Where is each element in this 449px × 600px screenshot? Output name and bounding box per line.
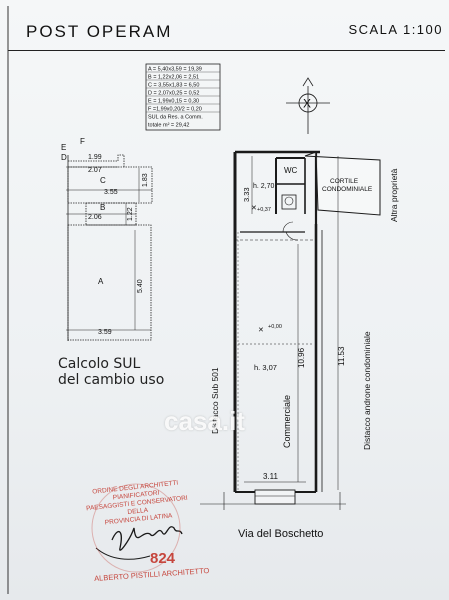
- sul-caption: Calcolo SUL del cambio uso: [58, 356, 164, 388]
- signature: [111, 526, 183, 551]
- zone-c-area: [67, 166, 153, 204]
- header-rule: [8, 50, 445, 51]
- calc-table: A = 5,40x3,59 = 19,39 B = 1,22x2,06 = 2,…: [145, 63, 221, 131]
- street-label: Via del Boschetto: [238, 528, 324, 540]
- altra-proprieta-label: Altra proprietà: [389, 168, 399, 222]
- distacco-androne-label: Distacco androne condominiale: [362, 331, 372, 450]
- svg-text:X: X: [303, 97, 311, 111]
- level-mark-icon: ✕: [258, 327, 264, 334]
- dim-label: 3.11: [263, 472, 279, 481]
- zone-label: A: [98, 277, 104, 286]
- north-arrow-icon: X: [286, 77, 330, 134]
- zone-label: E: [61, 143, 66, 152]
- sul-diagram: [66, 154, 153, 341]
- drawing-scale: SCALA 1:100: [348, 22, 443, 37]
- level-label: +0,37: [257, 207, 271, 213]
- sul-caption-line: del cambio uso: [58, 372, 165, 388]
- calc-row: A = 5,40x3,59 = 19,39: [148, 67, 202, 73]
- calc-row: C = 3,55x1,83 = 6,50: [148, 83, 199, 89]
- room-label: Commerciale: [282, 395, 292, 448]
- plan-labels: WC CORTILE CONDOMINIALE h. 2,70 h. 3,07 …: [210, 166, 399, 481]
- calc-row: D = 2,07x0,25 = 0,52: [148, 91, 199, 97]
- stamp-circle: [91, 483, 181, 573]
- unit-floor-plan: [200, 150, 381, 510]
- zone-d-area: [68, 154, 125, 167]
- cortile-label: CORTILE: [330, 178, 359, 185]
- drawing-title: POST OPERAM: [26, 22, 173, 41]
- dim-label: 11.53: [337, 346, 346, 366]
- height-label: h. 3,07: [254, 363, 277, 372]
- dim-label: 3.33: [242, 187, 251, 202]
- signature-stroke: [95, 547, 151, 560]
- casa-watermark: casa.it: [164, 406, 245, 436]
- level-mark-icon: ✕: [251, 205, 257, 212]
- dim-label: 1.99: [88, 154, 102, 161]
- calc-row: F =1,99x0,20/2 = 0,20: [148, 107, 202, 113]
- calc-row: B = 1,22x2,06 = 2,51: [148, 75, 199, 81]
- dim-label: 2.07: [88, 167, 102, 174]
- cortile-label: CONDOMINIALE: [322, 186, 373, 193]
- calc-row: E = 1,99x0,15 = 0,30: [148, 99, 199, 105]
- wc-label: WC: [284, 166, 298, 175]
- dim-label: 3.55: [104, 189, 118, 196]
- dim-label: 5.40: [137, 279, 144, 293]
- stamp-number: 824: [150, 550, 176, 567]
- zone-label: F: [80, 137, 85, 146]
- dim-label: 3.59: [98, 329, 112, 336]
- zone-label: C: [100, 176, 106, 185]
- calc-row: totale m² = 29,42: [148, 123, 189, 129]
- calc-row: SUL da Res. a Comm.: [148, 115, 203, 121]
- level-label: +0,00: [268, 324, 282, 330]
- dim-label: 1.22: [127, 207, 134, 221]
- distacco-sub-label: Distacco Sub 501: [210, 367, 220, 434]
- height-label: h. 2,70: [253, 183, 275, 190]
- dim-label: 2.06: [88, 214, 102, 221]
- dim-label: 10.96: [297, 347, 306, 368]
- zone-label: D: [61, 153, 67, 162]
- dim-label: 1.83: [142, 173, 149, 187]
- sul-labels: E F D C B A 1.99 2.07 3.55 1.83 2.06 1.2…: [61, 137, 149, 336]
- sul-caption-line: Calcolo SUL: [58, 356, 141, 372]
- zone-label: B: [100, 203, 105, 212]
